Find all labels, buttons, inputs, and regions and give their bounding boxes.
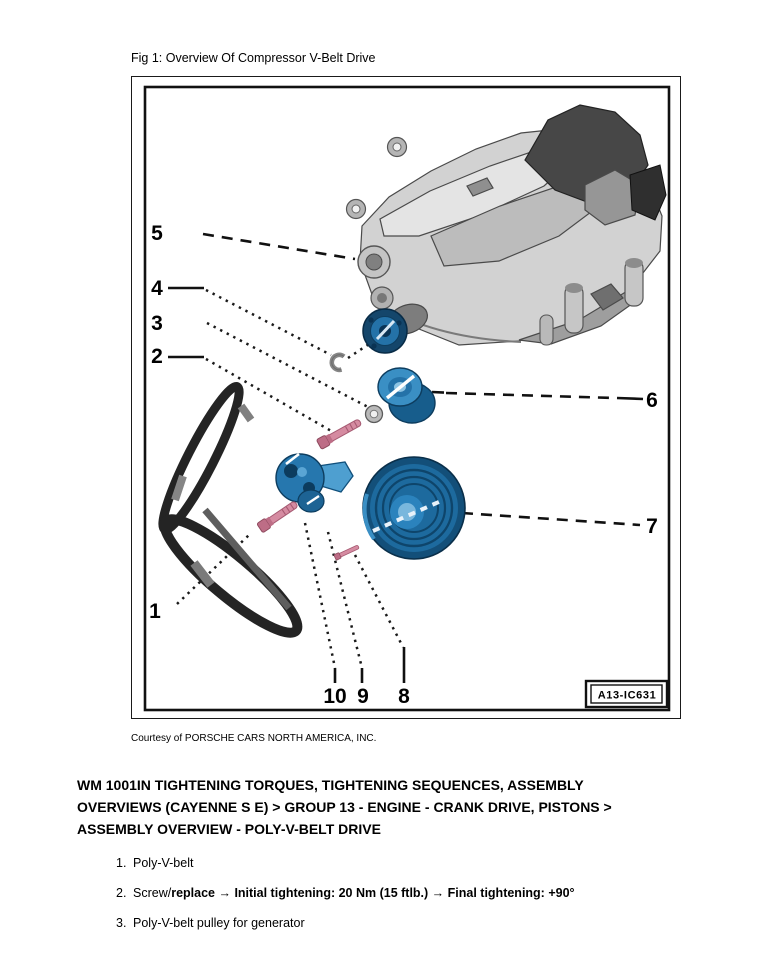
callout-labels: 5 4 3 2 1 6 7 10 9 8 [149, 222, 658, 708]
poly-v-belt [158, 381, 303, 638]
figure-diagram: 5 4 3 2 1 6 7 10 9 8 A13-IC631 [131, 76, 681, 719]
heading-line: ASSEMBLY OVERVIEW - POLY-V-BELT DRIVE [77, 821, 381, 837]
callout-1: 1 [149, 600, 161, 623]
washer [364, 404, 384, 424]
list-item-text: Poly-V-belt [133, 856, 194, 870]
callout-7: 7 [646, 515, 658, 538]
list-item-text: → [214, 886, 235, 900]
diagram-code: A13-IC631 [598, 690, 657, 702]
tensioner-pulley [377, 367, 436, 424]
heading-line: WM 1001IN TIGHTENING TORQUES, TIGHTENING… [77, 777, 584, 793]
parts-list: 1. Poly-V-belt 2. Screw/replace → Initial t… [116, 856, 575, 946]
callout-2: 2 [151, 345, 163, 368]
compressor-illustration [345, 104, 667, 346]
list-item-text: Initial tightening: 20 Nm (15 ftlb.) [234, 886, 429, 900]
screw [316, 419, 362, 450]
list-item-text: Screw/ [133, 886, 172, 900]
list-item-number: 1. [116, 856, 127, 870]
list-item: 1. Poly-V-belt [116, 856, 575, 870]
document-heading: WM 1001IN TIGHTENING TORQUES, TIGHTENING… [77, 774, 612, 840]
generator-pulley-assembly [275, 452, 354, 513]
callout-3: 3 [151, 312, 163, 335]
compressor-pulley [362, 308, 408, 354]
diagram-code-box: A13-IC631 [584, 679, 669, 709]
callout-5: 5 [151, 222, 163, 245]
list-item-number: 3. [116, 916, 127, 930]
list-item-text: → [428, 886, 448, 900]
crankshaft-pulley [362, 456, 466, 560]
callout-10: 10 [323, 685, 346, 708]
retaining-clip [329, 352, 346, 373]
list-item: 3. Poly-V-belt pulley for generator [116, 916, 575, 930]
list-item: 2. Screw/replace → Initial tightening: 20… [116, 886, 575, 900]
courtesy-note: Courtesy of PORSCHE CARS NORTH AMERICA, … [131, 733, 377, 744]
callout-6: 6 [646, 389, 658, 412]
callout-4: 4 [151, 277, 163, 300]
figure-caption: Fig 1: Overview Of Compressor V-Belt Dri… [131, 51, 376, 65]
screw [256, 501, 298, 533]
list-item-text: Final tightening: +90° [447, 886, 575, 900]
list-item-number: 2. [116, 886, 127, 900]
heading-line: OVERVIEWS (CAYENNE S E) > GROUP 13 - ENG… [77, 799, 612, 815]
callout-9: 9 [357, 685, 369, 708]
list-item-text: Poly-V-belt pulley for generator [133, 916, 305, 930]
list-item-text: replace [171, 886, 215, 900]
screw [333, 545, 360, 561]
callout-8: 8 [398, 685, 410, 708]
